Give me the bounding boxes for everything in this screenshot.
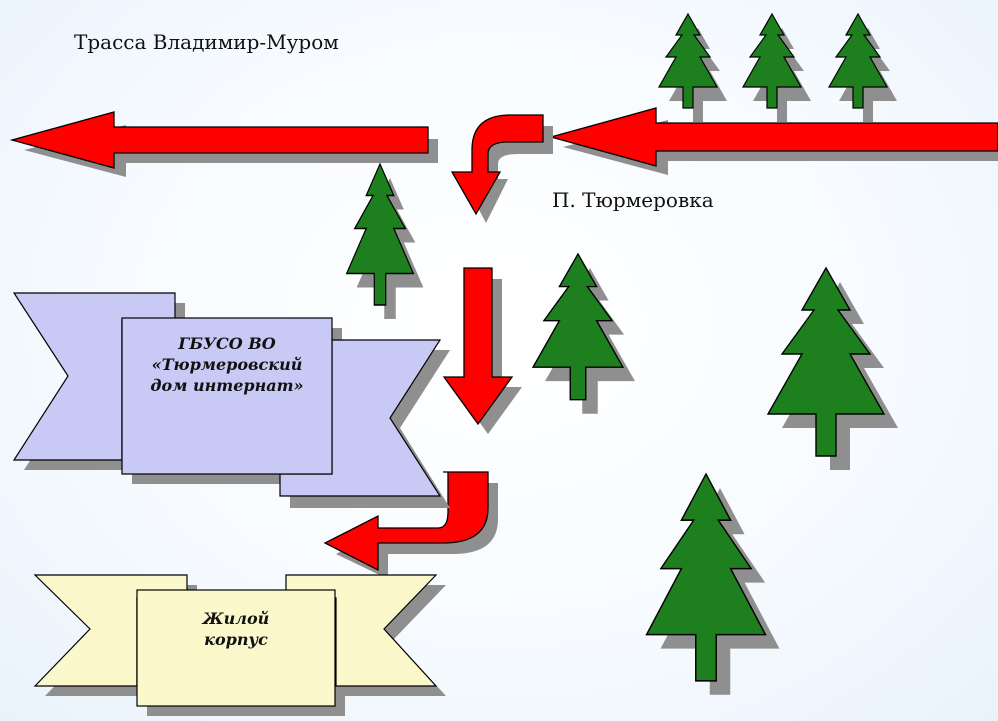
- turn-arrow-residential: [323, 471, 498, 579]
- institution-banner: [12, 292, 450, 508]
- village-label: П. Тюрмеровка: [552, 188, 714, 212]
- highway-label: Трасса Владимир-Муром: [74, 30, 339, 54]
- tree-top-2: [742, 13, 811, 122]
- tree-right: [767, 267, 898, 470]
- down-arrow: [442, 267, 522, 434]
- tree-top-1: [658, 13, 727, 122]
- institution-line-2: «Тюрмеровский: [151, 355, 303, 374]
- institution-banner-text: ГБУСО ВО «Тюрмеровский дом интернат»: [122, 333, 332, 396]
- tree-bottom: [645, 472, 780, 695]
- highway-arrow-left: [9, 111, 438, 177]
- tree-top-3: [828, 13, 897, 122]
- institution-line-1: ГБУСО ВО: [178, 334, 276, 353]
- residential-line-1: Жилой: [202, 609, 270, 628]
- tree-left: [345, 163, 424, 319]
- tree-middle: [532, 253, 635, 414]
- highway-arrow-right: [548, 107, 998, 175]
- residential-banner: [33, 574, 446, 716]
- residential-banner-text: Жилой корпус: [137, 608, 335, 650]
- turn-arrow-village: [450, 114, 553, 223]
- institution-line-3: дом интернат»: [150, 376, 304, 395]
- residential-line-2: корпус: [204, 630, 268, 649]
